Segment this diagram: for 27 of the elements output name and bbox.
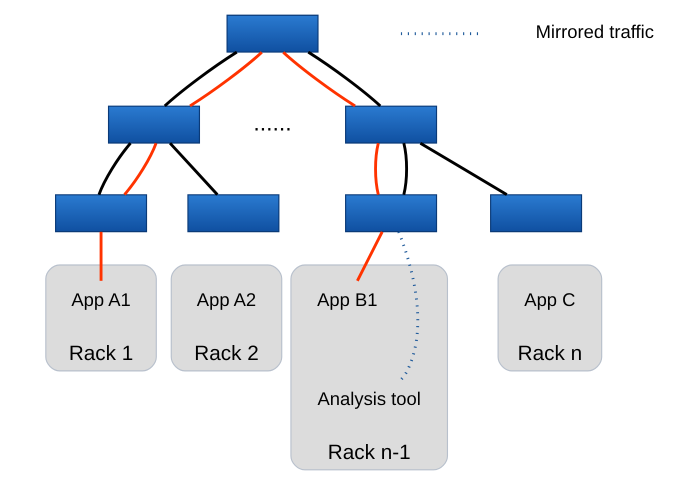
node-text: App C <box>524 289 575 310</box>
connector <box>122 142 157 196</box>
node-box <box>54 194 147 232</box>
connector <box>419 142 507 196</box>
node-text: App B1 <box>316 289 378 310</box>
connector <box>168 142 218 196</box>
connector <box>188 51 262 108</box>
node-box <box>344 106 437 144</box>
connector <box>402 142 408 195</box>
node-text: App A1 <box>70 289 130 310</box>
connector <box>374 142 380 195</box>
node-text: Analysis tool <box>317 388 420 410</box>
node-box <box>490 194 582 232</box>
node-box <box>186 194 279 232</box>
connector <box>307 50 381 107</box>
connector <box>282 51 356 108</box>
connector <box>396 231 419 381</box>
label: ...... <box>252 109 292 136</box>
connector <box>163 50 238 107</box>
connector <box>97 142 132 196</box>
legend-label: Mirrored traffic <box>535 21 654 42</box>
node-box <box>226 14 318 53</box>
connector <box>99 232 102 281</box>
node-box <box>344 194 437 232</box>
connector <box>356 231 383 282</box>
node-box <box>107 106 200 144</box>
node-text: App A2 <box>196 289 256 310</box>
